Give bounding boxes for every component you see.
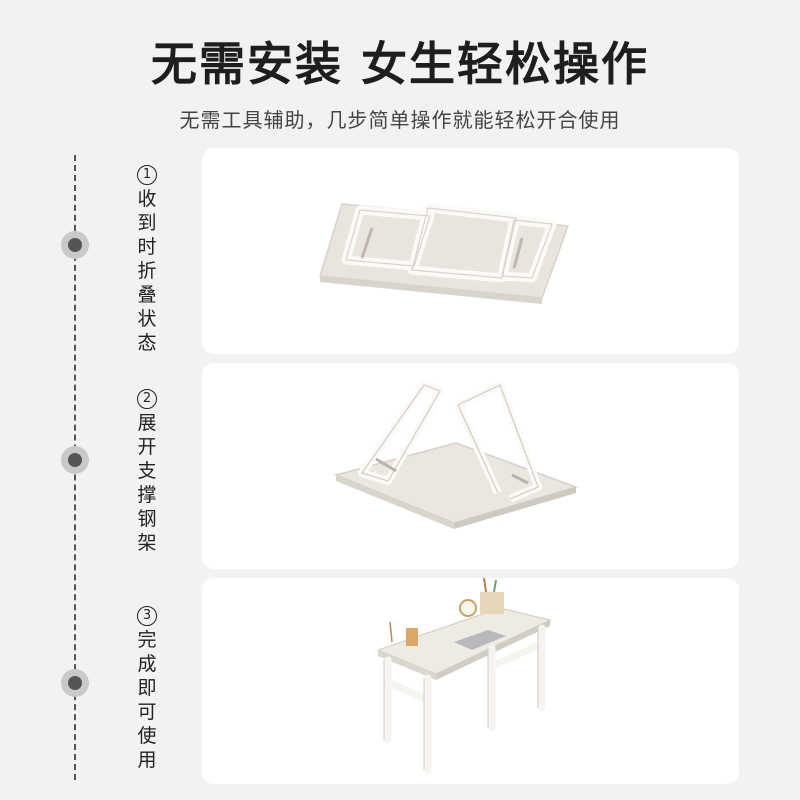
step-3-card (202, 578, 739, 784)
step-1-card (202, 148, 739, 354)
page-title: 无需安装 女生轻松操作 (150, 37, 649, 91)
timeline-dot-1 (61, 231, 89, 259)
step-3-label: 3 完成即可使用 (134, 606, 160, 772)
step-3-text: 完成即可使用 (137, 629, 157, 771)
page-subtitle: 无需工具辅助，几步简单操作就能轻松开合使用 (179, 108, 621, 132)
timeline-dot-3 (61, 669, 89, 697)
unfolding-table-illustration (333, 381, 579, 529)
step-1-number: 1 (137, 165, 157, 185)
timeline-dot-2 (61, 446, 89, 474)
step-2-label: 2 展开支撑钢架 (134, 389, 160, 555)
assembled-desk-illustration (376, 578, 552, 774)
step-1-text: 收到时折叠状态 (137, 188, 157, 354)
step-2-text: 展开支撑钢架 (137, 412, 157, 554)
step-2-card (202, 363, 739, 569)
step-3-number: 3 (137, 606, 157, 626)
step-1-label: 1 收到时折叠状态 (134, 165, 160, 355)
step-2-number: 2 (137, 389, 157, 409)
folded-table-illustration (319, 203, 570, 304)
